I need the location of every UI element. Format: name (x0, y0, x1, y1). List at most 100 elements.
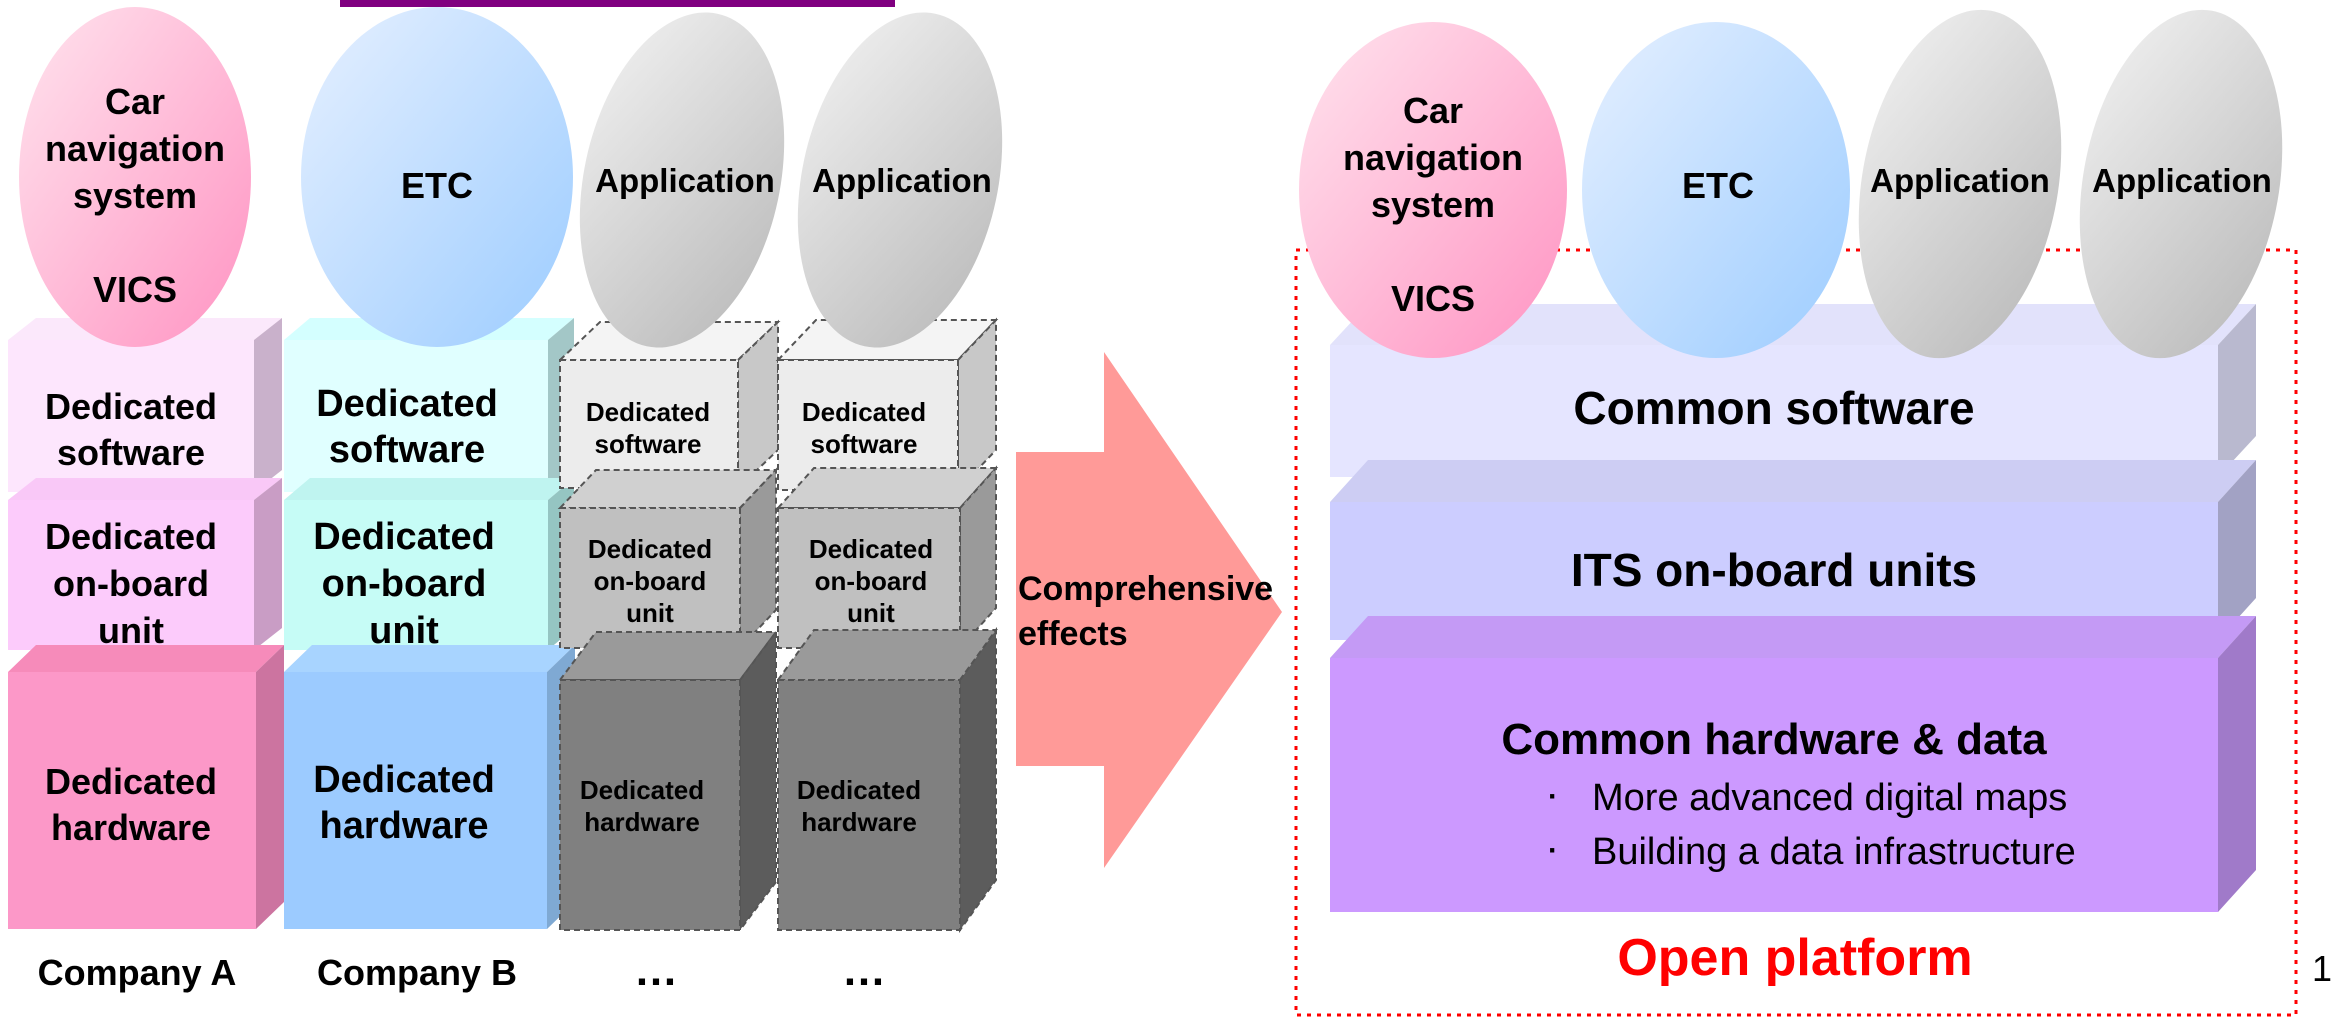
text-line: VICS (1391, 278, 1475, 319)
right-app-ovals (1299, 9, 2283, 359)
text-line: Application (595, 162, 775, 199)
text-line: hardware (320, 805, 489, 847)
bullet-2-marker: · (1548, 834, 1558, 867)
text-line: Dedicated (316, 383, 498, 425)
column-a-software-label: Dedicated software (45, 386, 217, 473)
common-software-label: Common software (1573, 382, 1974, 434)
text-line: VICS (93, 269, 177, 310)
column-d-onboard-box (775, 465, 999, 651)
text-line: navigation (45, 128, 225, 169)
left-oval-etc (301, 7, 573, 347)
column-c-software-box (557, 319, 781, 491)
column-a-company-label: Company A (38, 952, 237, 993)
text-line: software (811, 429, 918, 459)
text-line: hardware (584, 807, 700, 837)
text-line: Dedicated (588, 534, 712, 564)
column-b-software-box (284, 318, 574, 492)
column-b-onboard-box (284, 478, 574, 650)
column-d-company-label: … (842, 946, 886, 995)
hardware-bullet-list: · More advanced digital maps · Building … (1548, 777, 2076, 873)
common-hardware-label: Common hardware & data (1501, 715, 2047, 764)
text-line: hardware (801, 807, 917, 837)
bullet-2-text: Building a data infrastructure (1592, 831, 2076, 873)
text-layer: Car navigation system VICS ETC Application… (38, 81, 2332, 995)
text-line: Comprehensive (1018, 570, 1273, 608)
text-line: software (57, 432, 205, 473)
text-line: Dedicated (45, 516, 217, 557)
text-line: unit (626, 598, 674, 628)
text-line: software (329, 429, 485, 471)
text-line: on-board (594, 566, 707, 596)
right-oval-application-2 (2079, 9, 2283, 359)
text-line: effects (1018, 615, 1128, 653)
right-oval-etc (1582, 22, 1850, 358)
right-oval-etc-label: ETC (1682, 165, 1754, 206)
right-oval-application-2-label: Application (2092, 162, 2272, 199)
text-line: system (1371, 184, 1495, 225)
left-oval-application-2-label: Application (812, 162, 992, 199)
page-number: 1 (2312, 948, 2332, 989)
text-line: Application (812, 162, 992, 199)
text-line: Car (1403, 90, 1463, 131)
top-bar (340, 0, 895, 7)
right-oval-car-navigation (1299, 22, 1567, 358)
right-oval-car-navigation-label: Car navigation system VICS (1343, 90, 1523, 319)
its-onboard-units-label: ITS on-board units (1571, 544, 1977, 596)
text-line: ETC (401, 165, 473, 206)
comprehensive-effects-arrow (1016, 352, 1282, 868)
text-line: Application (1870, 162, 2050, 199)
column-a-hardware-label: Dedicated hardware (45, 761, 217, 848)
left-stacks (8, 317, 999, 934)
text-line: Dedicated (802, 397, 926, 427)
column-c-hardware-box (558, 629, 778, 933)
text-line: system (73, 175, 197, 216)
text-line: unit (847, 598, 895, 628)
text-line: Dedicated (797, 775, 921, 805)
text-line: software (595, 429, 702, 459)
text-line: Application (2092, 162, 2272, 199)
text-line: hardware (51, 807, 211, 848)
text-line: Dedicated (809, 534, 933, 564)
text-line (130, 222, 140, 263)
common-hardware-layer (1330, 616, 2256, 912)
text-line: Dedicated (313, 759, 495, 801)
text-line: Dedicated (586, 397, 710, 427)
text-line: on-board (322, 563, 487, 605)
text-line: Dedicated (45, 386, 217, 427)
text-line: navigation (1343, 137, 1523, 178)
column-b-company-label: Company B (317, 952, 517, 993)
text-line: Dedicated (313, 516, 495, 558)
comprehensive-effects-label: Comprehensive effects (1018, 570, 1273, 653)
left-oval-application-1-label: Application (595, 162, 775, 199)
text-line: Dedicated (580, 775, 704, 805)
column-d-hardware-box (776, 626, 998, 934)
column-a-hardware-box (8, 645, 284, 929)
left-app-ovals (19, 7, 1003, 348)
text-line (1428, 231, 1438, 272)
text-line: ETC (1682, 165, 1754, 206)
right-platform (1294, 248, 2298, 1017)
text-line: Dedicated (45, 761, 217, 802)
text-line: unit (98, 610, 164, 651)
column-c-company-label: … (634, 946, 678, 995)
column-a-software-box (8, 318, 282, 492)
right-oval-application-1-label: Application (1870, 162, 2050, 199)
left-oval-car-navigation (19, 7, 251, 347)
left-oval-etc-label: ETC (401, 165, 473, 206)
left-oval-application-1 (579, 12, 785, 348)
left-oval-application-2 (797, 12, 1003, 348)
column-a-onboard-box (8, 478, 282, 650)
column-c-onboard-box (557, 467, 779, 651)
open-platform-label: Open platform (1617, 929, 1972, 987)
